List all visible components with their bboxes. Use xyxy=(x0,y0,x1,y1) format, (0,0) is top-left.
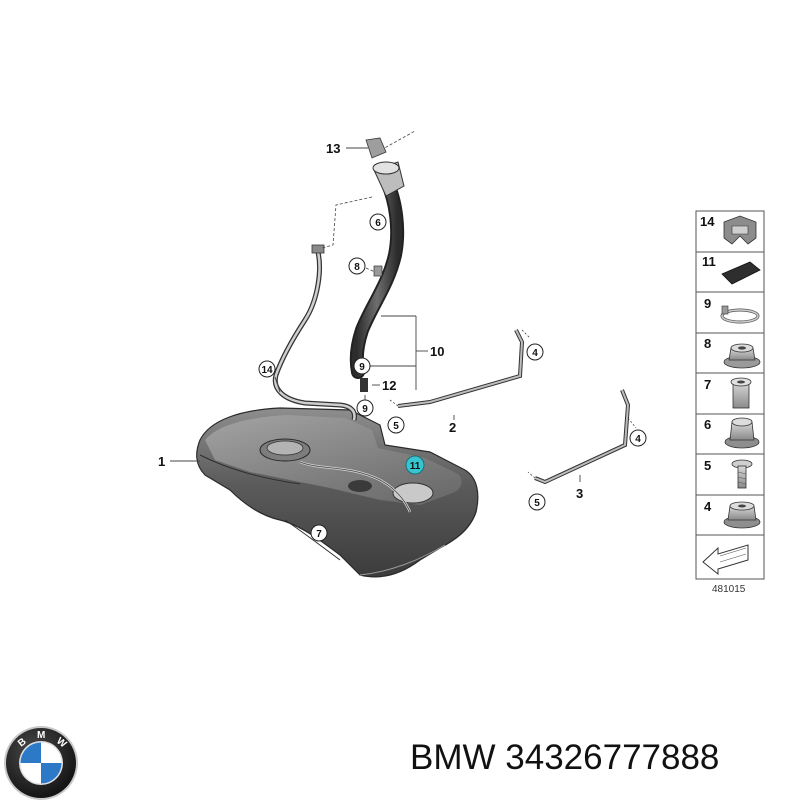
legend-num-5: 5 xyxy=(704,458,711,473)
callout-4-upper-text: 4 xyxy=(532,348,538,359)
legend-num-4: 4 xyxy=(704,499,712,514)
diagram-reference-code: 481015 xyxy=(712,584,746,595)
label-2: 2 xyxy=(449,420,456,435)
brand-name: BMW xyxy=(410,738,496,777)
callout-7-text: 7 xyxy=(316,529,322,540)
spacer-sleeve-icon xyxy=(730,377,752,409)
parts-legend: 14 11 9 8 7 6 xyxy=(695,210,765,580)
label-1: 1 xyxy=(158,454,165,469)
filler-neck-hose xyxy=(349,161,405,392)
tank-strap-2 xyxy=(389,329,531,408)
callout-11-highlighted: 11 xyxy=(405,455,425,475)
leader-lines xyxy=(321,130,416,276)
svg-text:M: M xyxy=(37,730,45,741)
label-12: 12 xyxy=(382,378,396,393)
legend-num-14: 14 xyxy=(700,214,715,229)
callout-7: 7 xyxy=(310,524,328,542)
callout-11-text: 11 xyxy=(410,461,421,472)
leader-lines-solid xyxy=(170,147,581,482)
bolt-icon xyxy=(731,459,753,489)
callout-9-upper: 9 xyxy=(353,357,371,375)
tank-strap-3 xyxy=(527,389,637,485)
collar-nut-icon xyxy=(724,417,760,449)
callout-5-upper-text: 5 xyxy=(393,421,399,432)
legend-num-9: 9 xyxy=(704,296,711,311)
legend-num-7: 7 xyxy=(704,377,711,392)
callout-5-lower: 5 xyxy=(528,493,546,511)
hex-nut-icon xyxy=(723,501,761,529)
hose-clamp-icon xyxy=(720,305,760,324)
callout-14-text: 14 xyxy=(261,365,273,376)
callout-5-upper: 5 xyxy=(387,416,405,434)
callout-8: 8 xyxy=(348,257,366,275)
direction-arrow-icon xyxy=(702,544,749,576)
legend-num-6: 6 xyxy=(704,417,711,432)
flange-nut-icon xyxy=(723,343,761,369)
callout-4-upper: 4 xyxy=(526,343,544,361)
fuel-tank xyxy=(196,407,479,578)
part-number: 34326777888 xyxy=(505,738,720,777)
clip-icon xyxy=(723,215,757,245)
legend-num-8: 8 xyxy=(704,336,711,351)
label-3: 3 xyxy=(576,486,583,501)
callout-9-lower: 9 xyxy=(356,399,374,417)
callout-9-lower-text: 9 xyxy=(362,404,368,415)
callout-8-text: 8 xyxy=(354,262,360,273)
brand-part-number: BMW 34326777888 xyxy=(410,738,719,778)
vent-clip-13 xyxy=(365,137,387,159)
vent-line xyxy=(272,244,357,421)
hose-clamp-detail xyxy=(373,265,383,277)
callout-4-lower: 4 xyxy=(629,429,647,447)
callout-5-lower-text: 5 xyxy=(534,498,540,509)
bmw-logo-icon: B M W xyxy=(4,726,78,800)
callout-6: 6 xyxy=(369,213,387,231)
callout-14: 14 xyxy=(258,360,276,378)
callout-6-text: 6 xyxy=(375,218,381,229)
pad-icon xyxy=(721,261,761,285)
label-10: 10 xyxy=(430,344,444,359)
callout-9-upper-text: 9 xyxy=(359,362,365,373)
callout-4-lower-text: 4 xyxy=(635,434,641,445)
legend-num-11: 11 xyxy=(702,254,716,269)
label-13: 13 xyxy=(326,141,340,156)
